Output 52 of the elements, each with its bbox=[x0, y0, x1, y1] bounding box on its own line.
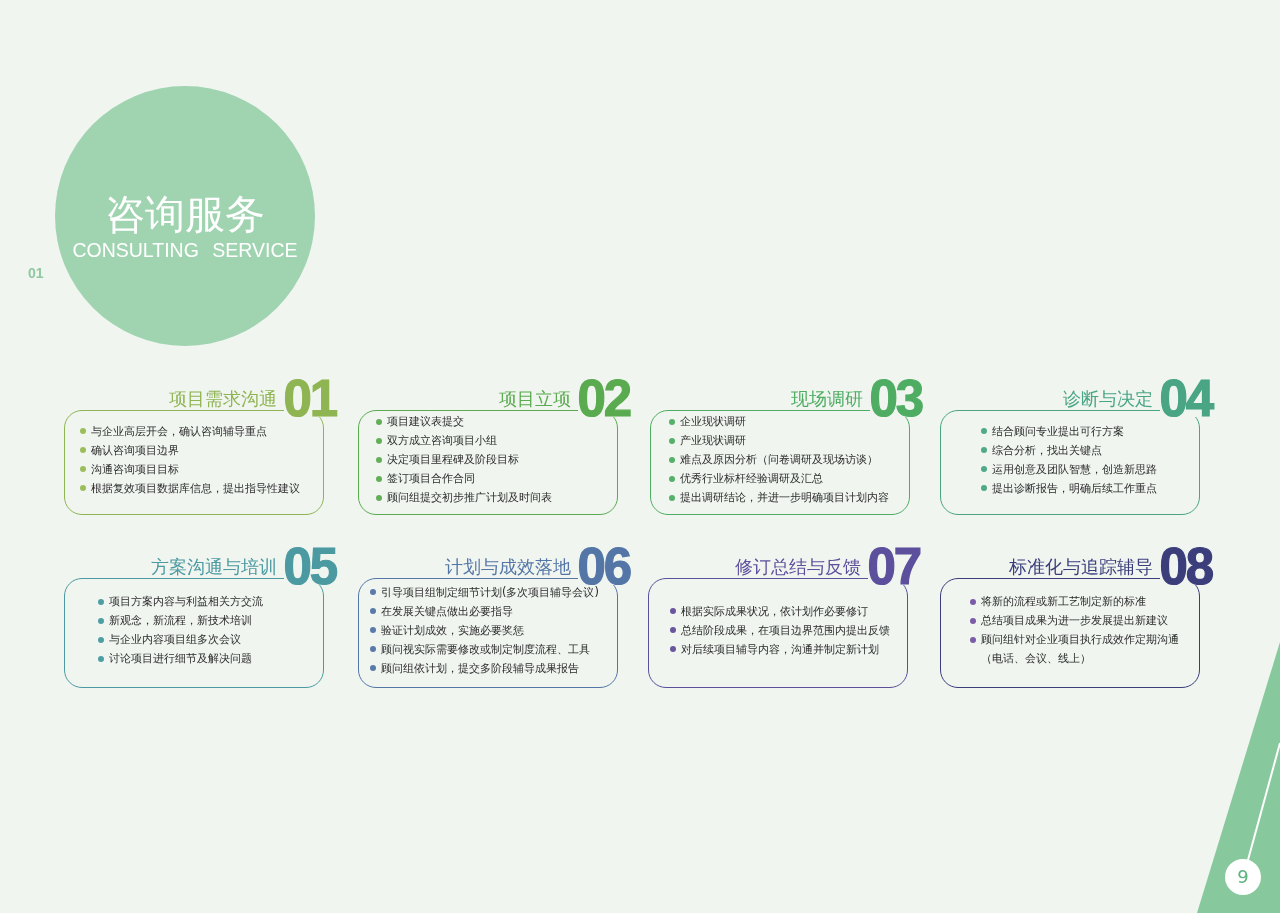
step-title: 项目需求沟通 bbox=[169, 388, 277, 410]
step-number: 02 bbox=[577, 379, 631, 417]
list-item: 顾问组针对企业项目执行成效作定期沟通（电话、会议、线上） bbox=[981, 631, 1180, 667]
step-title: 修订总结与反馈 bbox=[735, 556, 861, 578]
list-item: 顾问组提交初步推广计划及时间表 bbox=[387, 489, 552, 506]
list-item: 总结项目成果为进一步发展提出新建议 bbox=[981, 612, 1168, 629]
list-item: 与企业高层开会，确认咨询辅导重点 bbox=[91, 422, 267, 440]
step-number: 04 bbox=[1159, 379, 1213, 417]
step-number: 08 bbox=[1159, 547, 1213, 585]
step-number: 05 bbox=[283, 547, 337, 585]
list-item: 项目方案内容与利益相关方交流 bbox=[109, 593, 263, 610]
list-item: 沟通咨询项目目标 bbox=[91, 460, 179, 478]
step-title: 项目立项 bbox=[499, 388, 571, 410]
title-text: 咨询服务 bbox=[104, 192, 266, 236]
step-number: 06 bbox=[577, 547, 631, 585]
list-item: 在发展关键点做出必要指导 bbox=[381, 602, 513, 620]
list-item: 总结阶段成果，在项目边界范围内提出反馈 bbox=[681, 621, 890, 639]
list-item: 签订项目合作合同 bbox=[387, 470, 475, 487]
list-item: 项目建议表提交 bbox=[387, 413, 464, 430]
list-item: 确认咨询项目边界 bbox=[91, 441, 179, 459]
list-item: 综合分析，找出关键点 bbox=[992, 441, 1102, 459]
step-number: 01 bbox=[283, 379, 337, 417]
list-item: 产业现状调研 bbox=[680, 432, 746, 449]
list-item: 顾问组依计划，提交多阶段辅导成果报告 bbox=[381, 659, 579, 677]
list-item: 将新的流程或新工艺制定新的标准 bbox=[981, 593, 1146, 610]
step-title: 诊断与决定 bbox=[1063, 388, 1153, 410]
step-title: 标准化与追踪辅导 bbox=[1009, 556, 1153, 578]
list-item: 运用创意及团队智慧，创造新思路 bbox=[992, 460, 1157, 478]
list-item: 根据复效项目数据库信息，提出指导性建议 bbox=[91, 479, 300, 497]
subtitle-text: CONSULTING SERVICE bbox=[71, 239, 299, 261]
list-item: 根据实际成果状况，依计划作必要修订 bbox=[681, 602, 868, 620]
step-title: 现场调研 bbox=[791, 388, 863, 410]
list-item: 双方成立咨询项目小组 bbox=[387, 432, 497, 449]
list-item: 提出调研结论，并进一步明确项目计划内容 bbox=[680, 489, 889, 506]
page-number: 9 bbox=[1236, 866, 1250, 888]
list-item: 优秀行业标杆经验调研及汇总 bbox=[680, 470, 823, 487]
list-item: 新观念，新流程，新技术培训 bbox=[109, 612, 252, 629]
list-item: 讨论项目进行细节及解决问题 bbox=[109, 650, 252, 667]
list-item: 提出诊断报告，明确后续工作重点 bbox=[992, 479, 1157, 497]
step-title: 计划与成效落地 bbox=[445, 556, 571, 578]
list-item: 顾问视实际需要修改或制定制度流程、工具 bbox=[381, 640, 590, 658]
list-item: 企业现状调研 bbox=[680, 413, 746, 430]
list-item: 引导项目组制定细节计划(多次项目辅导会议) bbox=[381, 584, 599, 601]
step-title: 方案沟通与培训 bbox=[151, 556, 277, 578]
list-item: 难点及原因分析（问卷调研及现场访谈） bbox=[680, 451, 878, 468]
list-item: 与企业内容项目组多次会议 bbox=[109, 631, 241, 648]
list-item: 对后续项目辅导内容，沟通并制定新计划 bbox=[681, 640, 879, 658]
step-number: 07 bbox=[867, 547, 921, 585]
list-item: 决定项目里程碑及阶段目标 bbox=[387, 451, 519, 468]
list-item: 验证计划成效，实施必要奖惩 bbox=[381, 621, 524, 639]
step-number: 03 bbox=[869, 379, 923, 417]
list-item: 结合顾问专业提出可行方案 bbox=[992, 422, 1124, 440]
